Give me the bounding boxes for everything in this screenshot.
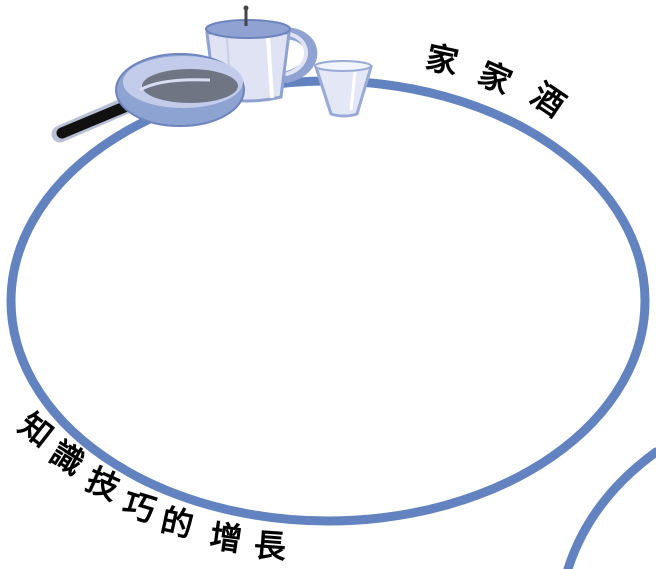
top-label-char-2: 家	[473, 54, 518, 102]
top-label-char-3: 酒	[524, 75, 572, 124]
top-label-char-1: 家	[422, 38, 461, 82]
bottom-label-char-5: 的	[157, 501, 196, 545]
secondary-ring	[563, 447, 656, 569]
bottom-label-char-4: 巧	[118, 484, 160, 530]
frying-pan-icon	[51, 53, 245, 143]
main-ring	[6, 76, 650, 526]
bottom-label-char-7: 長	[253, 526, 289, 566]
cup-icon	[313, 60, 374, 118]
bottom-label-char-6: 增	[208, 517, 245, 559]
